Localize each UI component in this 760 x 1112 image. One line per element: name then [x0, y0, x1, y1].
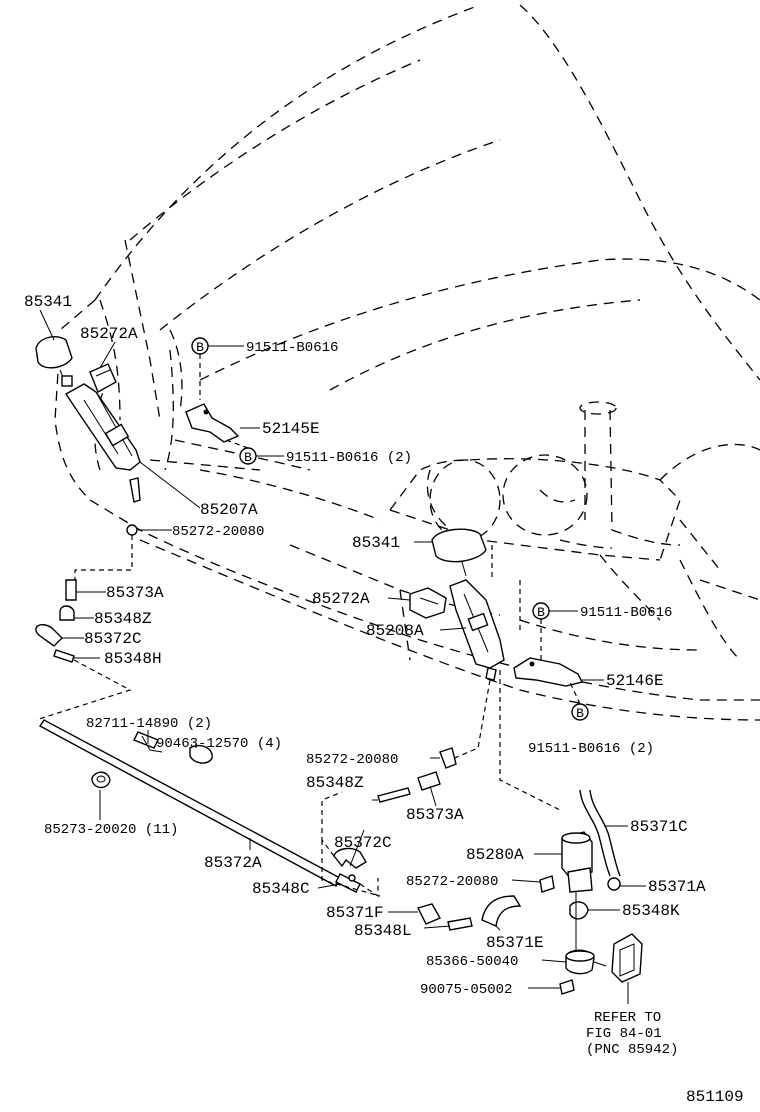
bolt-marker-label: B: [537, 605, 545, 620]
label-85348c: 85348C: [252, 880, 310, 898]
label-85371e: 85371E: [486, 934, 544, 952]
label-85373a-mid: 85373A: [406, 806, 464, 824]
label-90463-12570: 90463-12570 (4): [156, 736, 282, 752]
label-52145e: 52145E: [262, 420, 320, 438]
label-85207a: 85207A: [200, 501, 258, 519]
left-hoses: [35, 579, 132, 721]
label-85272-20080-mid: 85272-20080: [306, 752, 398, 768]
right-cleaner-assembly: [409, 528, 584, 811]
label-85208a: 85208A: [366, 622, 424, 640]
middle-hoses: [321, 747, 457, 897]
label-85366-50040: 85366-50040: [426, 954, 518, 970]
bolt-marker-label: B: [196, 340, 204, 355]
bolt-markers: B B B B: [191, 337, 589, 721]
label-85348z-left: 85348Z: [94, 610, 152, 628]
label-85372c-mid: 85372C: [334, 834, 392, 852]
label-85341-right: 85341: [352, 534, 400, 552]
label-91511-b0616-2-right: 91511-B0616 (2): [528, 741, 654, 757]
bolt-marker-label: B: [576, 706, 584, 721]
diagram-id: 851109: [686, 1088, 744, 1106]
label-85272a-left: 85272A: [80, 325, 138, 343]
label-85280a: 85280A: [466, 846, 524, 864]
label-91511-b0616-2-left: 91511-B0616 (2): [286, 450, 412, 466]
label-85341-left: 85341: [24, 293, 72, 311]
label-85348h: 85348H: [104, 650, 162, 668]
left-cleaner-assembly: [35, 336, 240, 580]
label-85273-20020: 85273-20020 (11): [44, 822, 178, 838]
pump-assembly: [416, 789, 643, 1004]
label-85372c-left: 85372C: [84, 630, 142, 648]
vehicle-outline: [54, 4, 760, 721]
label-85371f: 85371F: [326, 904, 384, 922]
label-85272-20080-bot: 85272-20080: [406, 874, 498, 890]
refer-note-line-1: REFER TO: [594, 1010, 661, 1026]
label-85371c: 85371C: [630, 818, 688, 836]
label-85373a-left: 85373A: [106, 584, 164, 602]
label-85348l: 85348L: [354, 922, 412, 940]
label-85348k: 85348K: [622, 902, 680, 920]
label-85272-20080-top: 85272-20080: [172, 524, 264, 540]
label-52146e: 52146E: [606, 672, 664, 690]
bolt-marker-label: B: [244, 450, 252, 465]
label-91511-b0616-top: 91511-B0616: [246, 340, 338, 356]
label-85272a-right: 85272A: [312, 590, 370, 608]
label-91511-b0616-right: 91511-B0616: [580, 605, 672, 621]
label-90075-05002: 90075-05002: [420, 982, 512, 998]
label-85371a: 85371A: [648, 878, 706, 896]
main-hose: [38, 719, 379, 898]
leader-lines: [39, 309, 646, 989]
label-85348z-mid: 85348Z: [306, 774, 364, 792]
refer-note-line-2: FIG 84-01: [586, 1026, 662, 1042]
refer-note-line-3: (PNC 85942): [586, 1042, 678, 1058]
label-85372a: 85372A: [204, 854, 262, 872]
part-labels: 85341 85272A 91511-B0616 52145E 91511-B0…: [24, 293, 744, 1106]
label-82711-14890: 82711-14890 (2): [86, 716, 212, 732]
